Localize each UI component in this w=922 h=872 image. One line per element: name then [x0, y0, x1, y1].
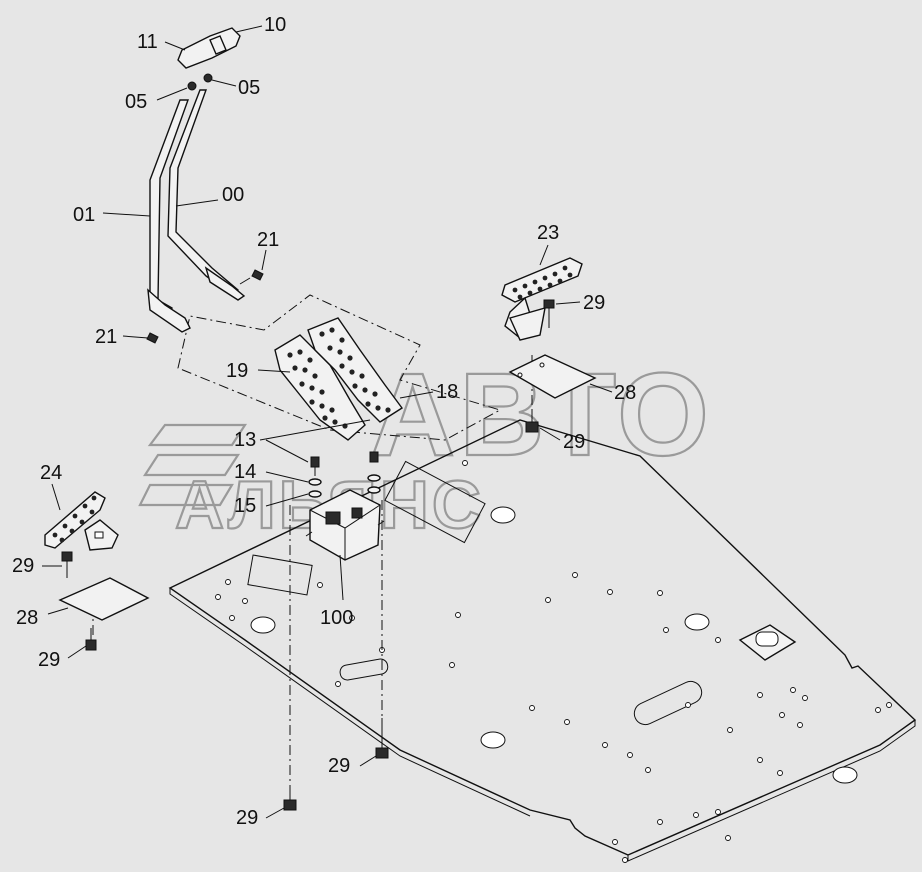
leader-lines	[42, 25, 613, 819]
right-bolt-29-lower	[525, 410, 539, 433]
callout-11: 11	[137, 31, 158, 53]
callout-23: 23	[537, 222, 559, 244]
callout-18: 18	[436, 381, 458, 403]
callout-29-bottom: 29	[236, 807, 258, 829]
callout-29-left-lower: 29	[38, 649, 60, 671]
left-pedal-24	[44, 491, 119, 551]
left-bolts-29	[61, 551, 97, 651]
floor-plate	[168, 419, 917, 863]
callout-29-left-upper: 29	[12, 555, 34, 577]
callout-19: 19	[226, 360, 248, 382]
callout-29-center: 29	[328, 755, 350, 777]
callout-29-right-upper: 29	[583, 292, 605, 314]
callout-15: 15	[234, 495, 256, 517]
lever-knob	[177, 27, 241, 69]
callout-21-lower: 21	[95, 326, 117, 348]
left-plate-28	[58, 577, 150, 621]
floor-bolt-29-bottom	[283, 785, 297, 811]
callout-28-left: 28	[16, 607, 38, 629]
right-plate-28	[508, 354, 597, 399]
watermark-logo	[138, 423, 248, 507]
pedal-mount-outline	[177, 294, 502, 441]
floor-bolt-29-center	[375, 718, 389, 759]
callout-100: 100	[320, 607, 353, 629]
travel-lever-left	[147, 99, 191, 333]
floor-grommet	[738, 624, 797, 661]
callout-01: 01	[73, 204, 95, 226]
callout-labels: 11 10 05 05 00 01 21 21 23 29 19 18 28 1…	[12, 14, 636, 829]
center-pedal-19	[274, 334, 366, 441]
lever-nuts	[187, 73, 213, 91]
callout-29-right-lower: 29	[563, 431, 585, 453]
callout-21-upper: 21	[257, 229, 279, 251]
travel-lever-right	[167, 89, 246, 301]
pilot-valve	[305, 489, 385, 561]
callout-24: 24	[40, 462, 62, 484]
callout-05-left: 05	[125, 91, 147, 113]
callout-14: 14	[234, 461, 256, 483]
right-bolt-29	[543, 299, 555, 328]
callout-05-right: 05	[238, 77, 260, 99]
lever-bolts	[146, 269, 264, 344]
fastener-stack	[308, 451, 381, 498]
callout-00: 00	[222, 184, 244, 206]
right-pedal-23	[501, 257, 583, 341]
center-pedal-18	[307, 317, 404, 423]
callout-10: 10	[264, 14, 286, 36]
callout-13: 13	[234, 429, 256, 451]
callout-28-right: 28	[614, 382, 636, 404]
